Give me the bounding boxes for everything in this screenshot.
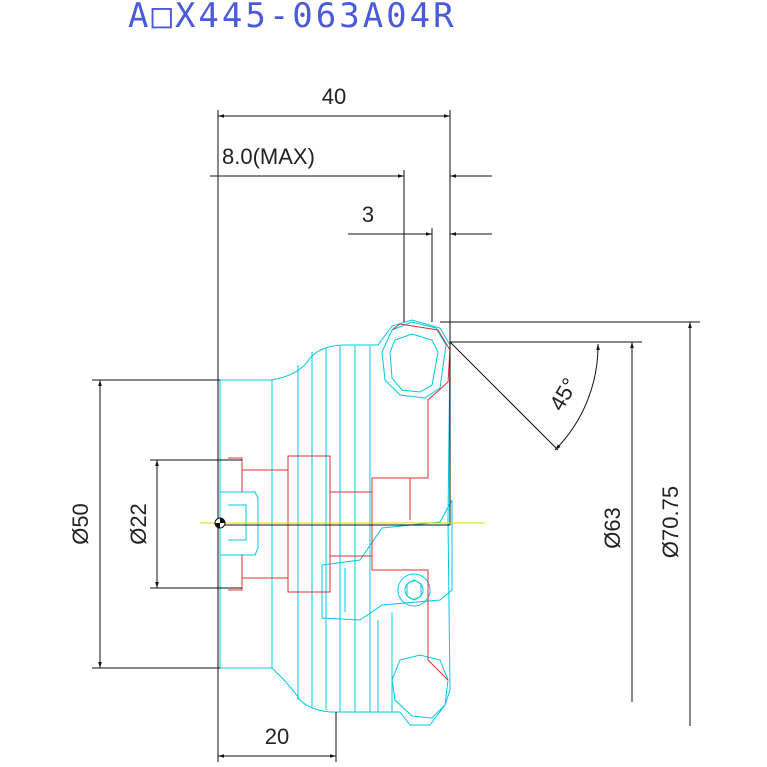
dim-70-label: Ø70.75 bbox=[658, 486, 683, 558]
dim-8-max-label: 8.0(MAX) bbox=[222, 144, 315, 169]
dim-45-label: 45° bbox=[544, 374, 582, 415]
hidden-section-lines bbox=[228, 323, 451, 681]
dim-50-label: Ø50 bbox=[68, 503, 93, 545]
dim-22-label: Ø22 bbox=[126, 503, 151, 545]
reference-profile bbox=[217, 110, 451, 762]
part-number-title: A□X445-063A04R bbox=[128, 0, 457, 36]
dim-40-label: 40 bbox=[322, 84, 346, 109]
dimension-lines bbox=[92, 114, 700, 758]
cutter-body-outline bbox=[219, 319, 453, 726]
dim-3-label: 3 bbox=[362, 202, 374, 227]
dim-20-label: 20 bbox=[265, 724, 289, 749]
dim-63-label: Ø63 bbox=[600, 507, 625, 549]
